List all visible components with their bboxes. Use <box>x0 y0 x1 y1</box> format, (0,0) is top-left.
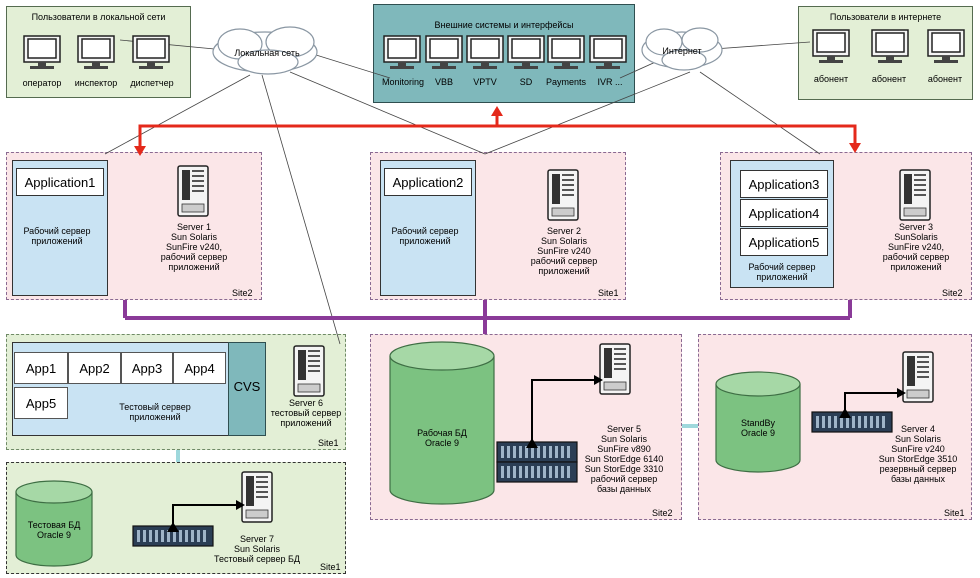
server3-line-4: рабочий сервер <box>882 252 950 262</box>
pc-label-monitoring: Monitoring <box>381 77 425 87</box>
test-app-panel-label: Тестовый сервер приложений <box>119 402 191 423</box>
standby-db-line-1: StandBy <box>740 418 776 428</box>
internet-label: Интернет <box>662 46 702 56</box>
pc-label-sd: SD <box>519 77 533 87</box>
pc-label-vbb: VBB <box>434 77 453 87</box>
pc-label-subscriber-3: абонент <box>927 74 963 84</box>
server3-line-5: приложений <box>890 262 942 272</box>
panel-label-2: Рабочий сервер приложений <box>391 226 459 247</box>
server5-line-4: Sun StorEdge 6140 <box>584 454 664 464</box>
server3-line-1: Server 3 <box>898 222 933 232</box>
server2-line-2: Sun Solaris <box>540 236 588 246</box>
server4-line-4: Sun StorEdge 3510 <box>878 454 958 464</box>
server7-line-2: Sun Solaris <box>233 544 281 554</box>
pc-label-subscriber-2: абонент <box>871 74 907 84</box>
server5-line-3: SunFire v890 <box>597 444 651 454</box>
server1-line-4: рабочий сервер <box>160 252 228 262</box>
pc-label-ivr: IVR ... <box>597 77 623 87</box>
server4-line-5: резервный сервер <box>879 464 957 474</box>
server4-line-6: базы данных <box>890 474 946 484</box>
pc-label-inspector: инспектор <box>74 78 118 88</box>
server5-line-6: рабочий сервер <box>590 474 658 484</box>
local-network-label: Локальная сеть <box>234 48 300 58</box>
server2-line-5: приложений <box>538 266 590 276</box>
server1-line-3: SunFire v240, <box>165 242 223 252</box>
pc-label-subscriber-1: абонент <box>813 74 849 84</box>
pc-label-operator: оператор <box>22 78 62 88</box>
app-box-application4: Application4 <box>740 199 828 227</box>
app-cell-app1: App1 <box>14 352 68 384</box>
test-db-line-1: Тестовая БД <box>27 520 81 530</box>
server4-line-2: Sun Solaris <box>894 434 942 444</box>
app-cell-app4: App4 <box>173 352 226 384</box>
server5-line-1: Server 5 <box>606 424 641 434</box>
server6-line-1: Server 6 <box>288 398 323 408</box>
app-cell-app5: App5 <box>14 387 68 419</box>
server1-line-2: Sun Solaris <box>170 232 218 242</box>
main-db-cylinder <box>389 341 495 505</box>
internet-cloud <box>641 27 723 71</box>
cvs-label: CVS <box>233 379 261 394</box>
server7-line-1: Server 7 <box>239 534 274 544</box>
app-box-application3: Application3 <box>740 170 828 198</box>
panel-label-1: Рабочий сервер приложений <box>23 226 91 247</box>
app-box-application1: Application1 <box>16 168 104 196</box>
server5-line-2: Sun Solaris <box>600 434 648 444</box>
cvs-box <box>228 342 266 436</box>
server2-line-3: SunFire v240 <box>537 246 591 256</box>
pc-label-dispatcher: диспетчер <box>130 78 174 88</box>
server2-line-1: Server 2 <box>546 226 581 236</box>
app-box-application5: Application5 <box>740 228 828 256</box>
local-users-title: Пользователи в локальной сети <box>31 12 166 22</box>
standby-db-line-2: Oracle 9 <box>740 428 775 438</box>
external-title: Внешние системы и интерфейсы <box>434 20 574 30</box>
server3-line-2: SunSolaris <box>894 232 938 242</box>
internet-users-title: Пользователи в интернете <box>829 12 942 22</box>
server7-line-3: Тестовый сервер БД <box>213 554 300 564</box>
server1-line-5: приложений <box>168 262 220 272</box>
pc-label-payments: Payments <box>545 77 587 87</box>
server5-line-5: Sun StorEdge 3310 <box>584 464 664 474</box>
site-label-3: Site2 <box>942 288 963 298</box>
site-label-test-db: Site1 <box>320 562 341 572</box>
server4-line-3: SunFire v240 <box>891 444 945 454</box>
site-label-test-app: Site1 <box>318 438 339 448</box>
test-db-line-2: Oracle 9 <box>36 530 71 540</box>
server6-line-3: приложений <box>280 418 332 428</box>
server6-line-2: тестовый сервер <box>270 408 342 418</box>
server5-line-7: базы данных <box>596 484 652 494</box>
site-label-standby-db: Site1 <box>944 508 965 518</box>
app-box-application2: Application2 <box>384 168 472 196</box>
app-cell-app3: App3 <box>121 352 173 384</box>
standby-db-cylinder <box>715 371 801 473</box>
pc-label-vptv: VPTV <box>473 77 497 87</box>
main-db-line-1: Рабочая БД <box>417 428 467 438</box>
site-label-1: Site2 <box>232 288 253 298</box>
server1-line-1: Server 1 <box>176 222 211 232</box>
server4-line-1: Server 4 <box>900 424 935 434</box>
main-db-line-2: Oracle 9 <box>424 438 459 448</box>
test-db-cylinder <box>15 480 93 567</box>
panel-label-3: Рабочий сервер приложений <box>748 262 816 283</box>
local-network-cloud <box>212 26 318 75</box>
site-label-main-db: Site2 <box>652 508 673 518</box>
app-cell-app2: App2 <box>68 352 121 384</box>
site-label-2: Site1 <box>598 288 619 298</box>
server2-line-4: рабочий сервер <box>530 256 598 266</box>
server3-line-3: SunFire v240, <box>887 242 945 252</box>
